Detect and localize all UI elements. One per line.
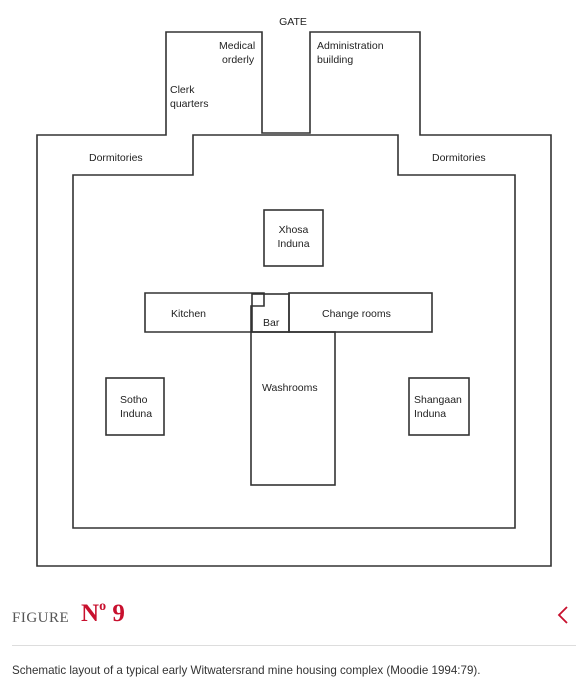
shangaan-induna-building (408, 377, 470, 436)
bar-label: Bar (263, 317, 280, 329)
sotho-induna-building (105, 377, 165, 436)
kitchen-building (144, 292, 265, 333)
washrooms-label: Washrooms (262, 382, 318, 394)
medical-orderly-label-line2: orderly (222, 54, 255, 66)
shangaan-induna-label-line2: Induna (414, 408, 446, 420)
gate-label: GATE (279, 16, 307, 28)
xhosa-induna-label-line2: Induna (277, 238, 309, 250)
shangaan-induna-label-line1: Shangaan (414, 394, 462, 406)
compound-layout-diagram: GATE Medical orderly Administration buil… (36, 16, 552, 567)
administration-label-line2: building (317, 54, 353, 66)
figure-number-sup: o (99, 598, 107, 614)
chevron-left-icon[interactable] (556, 604, 570, 626)
caption-divider (12, 645, 576, 646)
medical-orderly-label-line1: Medical (219, 40, 255, 52)
xhosa-induna-building (263, 209, 324, 267)
kitchen-label: Kitchen (171, 308, 206, 320)
figure-heading: FIGURE No 9 (12, 598, 572, 638)
dormitories-right-label: Dormitories (432, 152, 486, 164)
clerk-quarters-label-line2: quarters (170, 98, 209, 110)
inner-courtyard (72, 134, 516, 529)
figure-caption: Schematic layout of a typical early Witw… (12, 664, 481, 677)
xhosa-induna-label-line1: Xhosa (279, 224, 309, 236)
figure-number-prefix: N (81, 600, 100, 627)
dormitories-left-label: Dormitories (89, 152, 143, 164)
outer-wall (36, 31, 552, 567)
clerk-quarters-label-line1: Clerk (170, 84, 195, 96)
sotho-induna-label-line2: Induna (120, 408, 152, 420)
sotho-induna-label-line1: Sotho (120, 394, 148, 406)
administration-label-line1: Administration (317, 40, 384, 52)
figure-number-value: 9 (112, 600, 125, 627)
washrooms-building (250, 331, 336, 486)
change-rooms-label: Change rooms (322, 308, 391, 320)
change-rooms-building (288, 292, 433, 333)
figure-number: No 9 (81, 598, 125, 628)
figure-word: FIGURE (12, 610, 70, 626)
